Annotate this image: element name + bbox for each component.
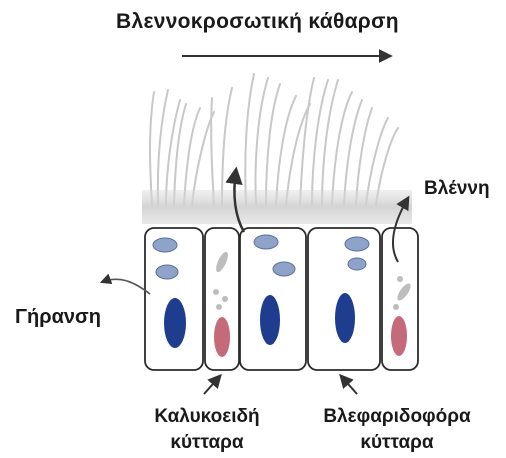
goblet-pointer-arrow [204,376,220,394]
label-ciliated-line1: Βλεφαριδοφόρα [297,404,497,430]
nucleus [214,317,230,357]
label-ciliated-line2: κύτταρα [297,430,497,456]
ciliated-pointer-arrow [341,376,357,394]
diagram-title: Βλεννοκροσωτική κάθαρση [116,10,399,34]
label-aging: Γήρανση [15,306,101,329]
nucleus [391,316,407,356]
cilia [150,74,398,205]
label-goblet-line1: Καλυκοειδή [132,404,282,430]
nucleus [335,293,355,343]
aging-arrow [102,279,150,294]
nucleus [164,298,186,348]
mucus-layer [142,190,412,224]
label-goblet-cells: Καλυκοειδή κύτταρα [132,404,282,456]
nucleus [260,295,280,345]
label-mucus: Βλέννη [424,178,490,200]
epithelial-cells [145,228,418,370]
label-goblet-line2: κύτταρα [132,430,282,456]
label-ciliated-cells: Βλεφαριδοφόρα κύτταρα [297,404,497,456]
